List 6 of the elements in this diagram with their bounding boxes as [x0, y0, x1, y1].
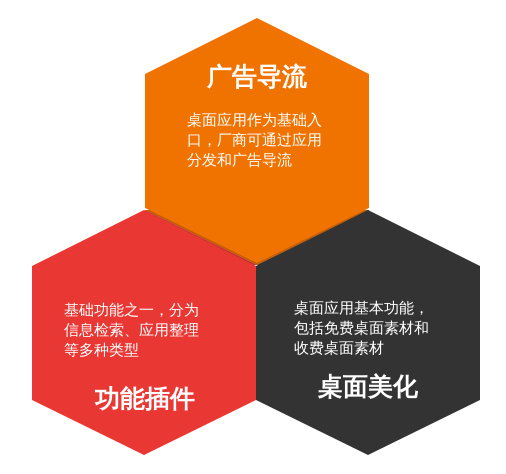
- hexagon-heading: 桌面美化: [317, 371, 419, 403]
- hexagon-description: 基础功能之一，分为信息检索、应用整理等多种类型: [64, 300, 200, 360]
- hexagon-description: 桌面应用基本功能，包括免费桌面素材和收费桌面素材: [294, 298, 430, 358]
- hexagon-description: 桌面应用作为基础入口，厂商可通过应用分发和广告导流: [187, 110, 323, 170]
- hexagon-heading: 广告导流: [206, 61, 308, 93]
- hexagon-heading: 功能插件: [94, 383, 196, 415]
